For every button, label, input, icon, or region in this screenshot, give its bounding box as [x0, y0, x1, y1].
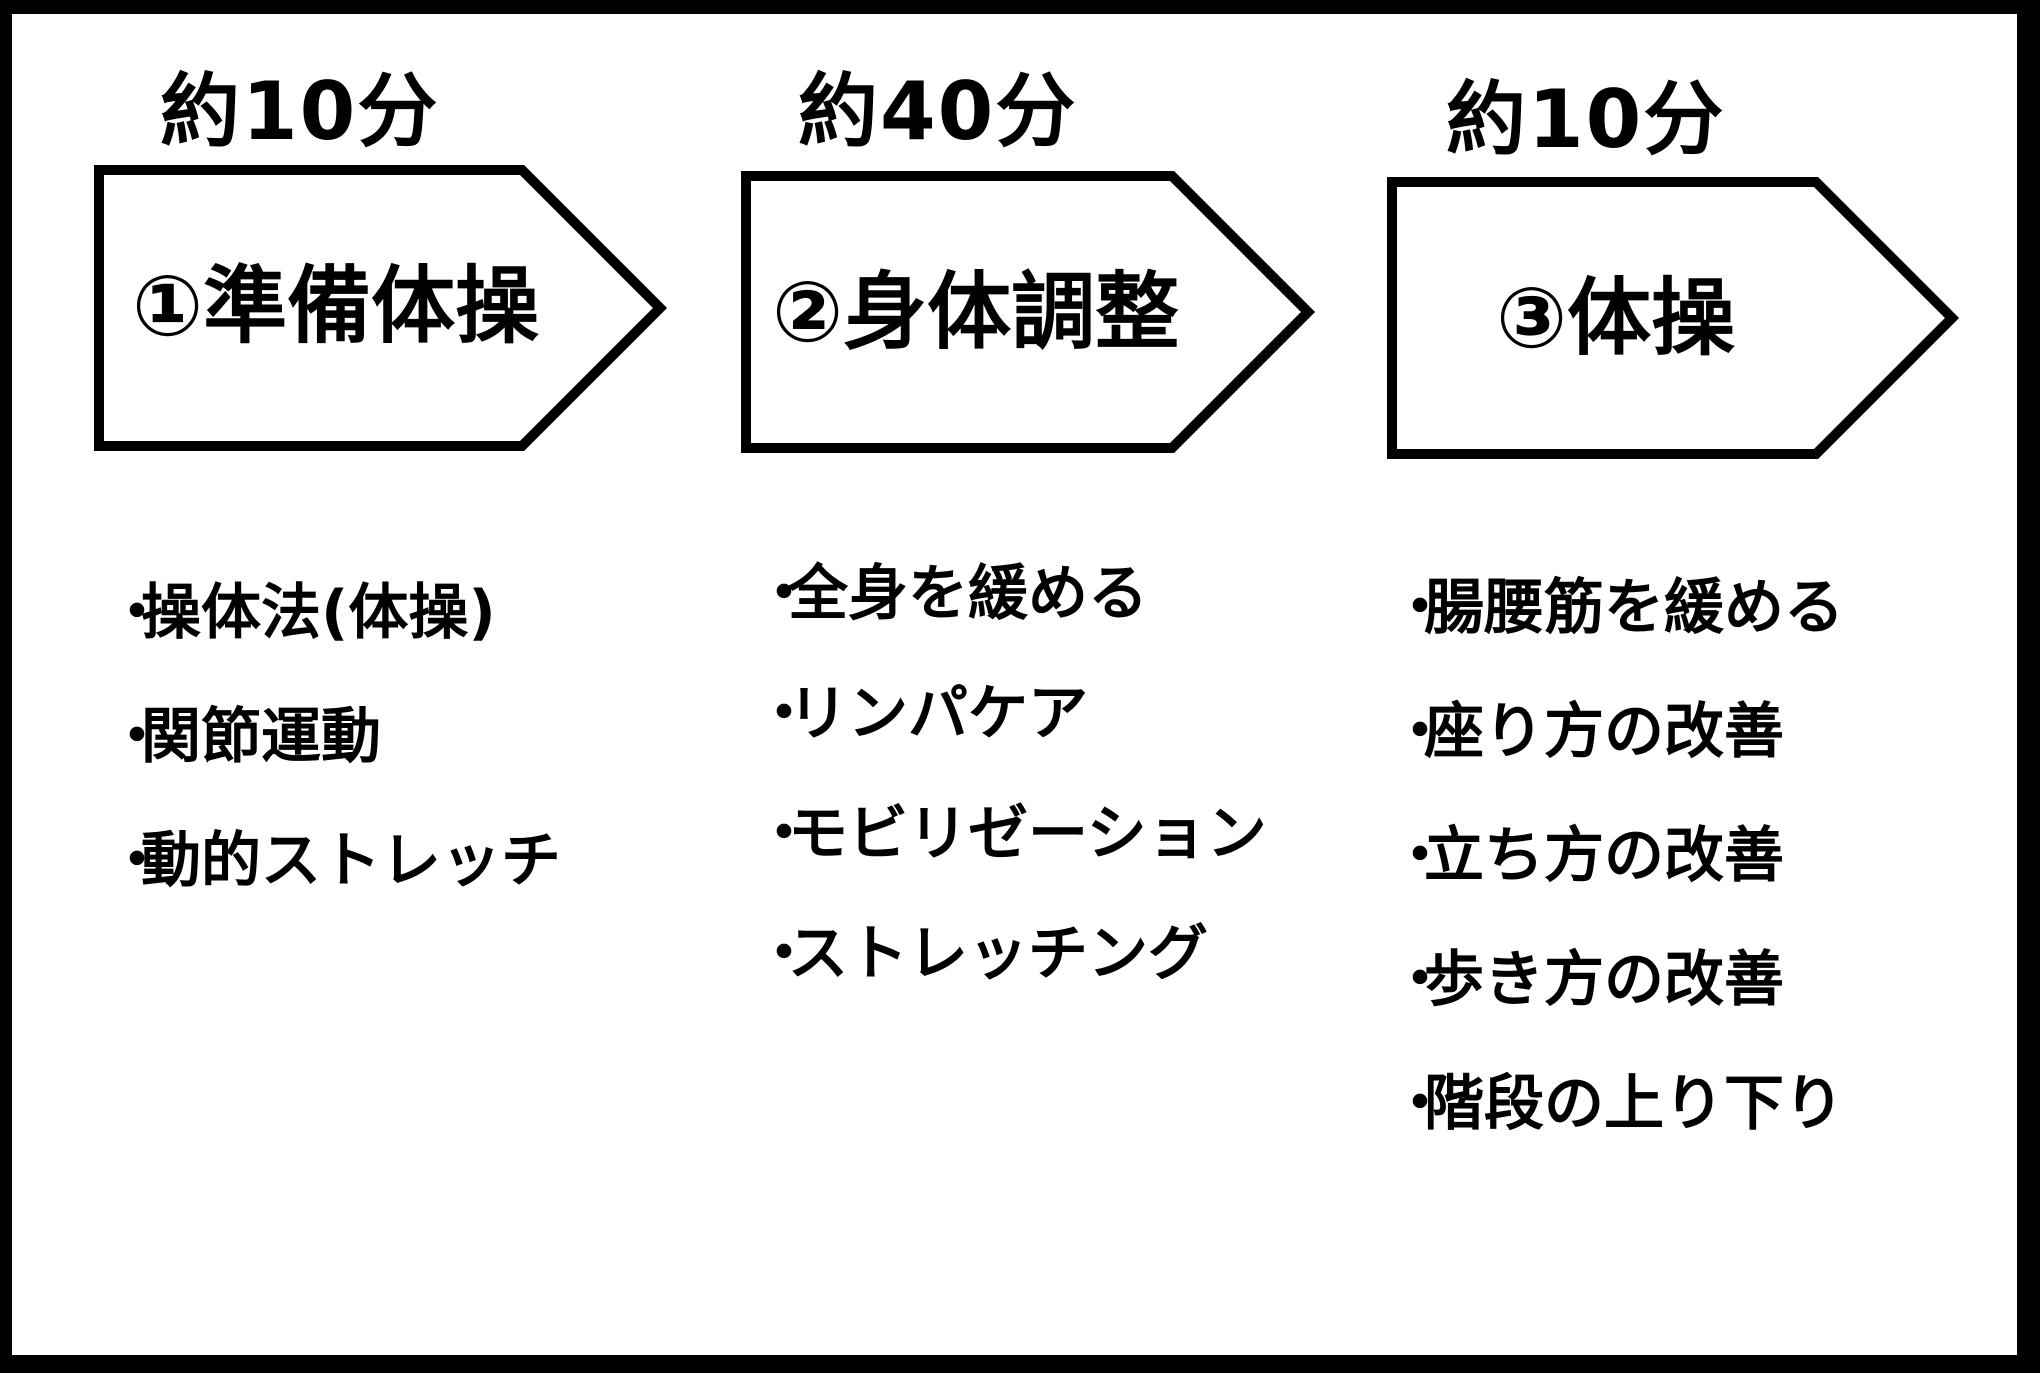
- step-1-item-list: ・操体法(体操) ・関節運動 ・動的ストレッチ: [107, 551, 561, 923]
- bullet-mark: ・: [1390, 1069, 1450, 1139]
- list-item-text: 立ち方の改善: [1424, 821, 1784, 891]
- list-item-text: 動的ストレッチ: [141, 826, 561, 896]
- bullet-mark: ・: [754, 559, 814, 629]
- list-item: ・操体法(体操): [107, 551, 561, 675]
- bullet-mark: ・: [754, 919, 814, 989]
- step-2-arrow-shape: [741, 171, 1316, 453]
- step-3-duration: 約10分: [1446, 73, 1726, 166]
- list-item-text: 階段の上り下り: [1424, 1069, 1844, 1139]
- list-item-text: 全身を緩める: [788, 559, 1148, 629]
- step-2-duration: 約40分: [798, 65, 1078, 158]
- list-item-text: ストレッチング: [788, 919, 1208, 989]
- step-2-title: ②身体調整: [772, 263, 1180, 361]
- step-1-duration: 約10分: [160, 65, 440, 158]
- list-item-text: 座り方の改善: [1424, 697, 1784, 767]
- list-item: ・立ち方の改善: [1390, 794, 1844, 918]
- bullet-mark: ・: [1390, 945, 1450, 1015]
- bullet-mark: ・: [107, 826, 167, 896]
- bullet-mark: ・: [1390, 821, 1450, 891]
- list-item: ・腸腰筋を緩める: [1390, 546, 1844, 670]
- bullet-mark: ・: [107, 702, 167, 772]
- list-item: ・リンパケア: [754, 654, 1267, 774]
- step-3-title: ③体操: [1496, 269, 1736, 367]
- list-item-text: 操体法(体操): [141, 578, 496, 648]
- step-1-arrow-shape: [94, 165, 668, 451]
- diagram-panel: 約10分 ①準備体操 ・操体法(体操) ・関節運動 ・動的ストレッチ 約40分 …: [12, 14, 2017, 1355]
- list-item: ・歩き方の改善: [1390, 918, 1844, 1042]
- bullet-mark: ・: [1390, 573, 1450, 643]
- bullet-mark: ・: [107, 578, 167, 648]
- list-item: ・ストレッチング: [754, 894, 1267, 1014]
- list-item-text: 関節運動: [141, 702, 381, 772]
- list-item: ・階段の上り下り: [1390, 1042, 1844, 1166]
- step-2-item-list: ・全身を緩める ・リンパケア ・モビリゼーション ・ストレッチング: [754, 534, 1267, 1014]
- step-3-arrow-shape: [1387, 177, 1960, 459]
- list-item-text: モビリゼーション: [788, 799, 1267, 869]
- list-item-text: 歩き方の改善: [1424, 945, 1784, 1015]
- bullet-mark: ・: [754, 679, 814, 749]
- list-item-text: 腸腰筋を緩める: [1424, 573, 1844, 643]
- bullet-mark: ・: [1390, 697, 1450, 767]
- list-item: ・全身を緩める: [754, 534, 1267, 654]
- list-item-text: リンパケア: [788, 679, 1088, 749]
- list-item: ・関節運動: [107, 675, 561, 799]
- list-item: ・座り方の改善: [1390, 670, 1844, 794]
- list-item: ・モビリゼーション: [754, 774, 1267, 894]
- list-item: ・動的ストレッチ: [107, 799, 561, 923]
- step-3-item-list: ・腸腰筋を緩める ・座り方の改善 ・立ち方の改善 ・歩き方の改善 ・階段の上り下…: [1390, 546, 1844, 1166]
- bullet-mark: ・: [754, 799, 814, 869]
- step-1-title: ①準備体操: [132, 257, 540, 355]
